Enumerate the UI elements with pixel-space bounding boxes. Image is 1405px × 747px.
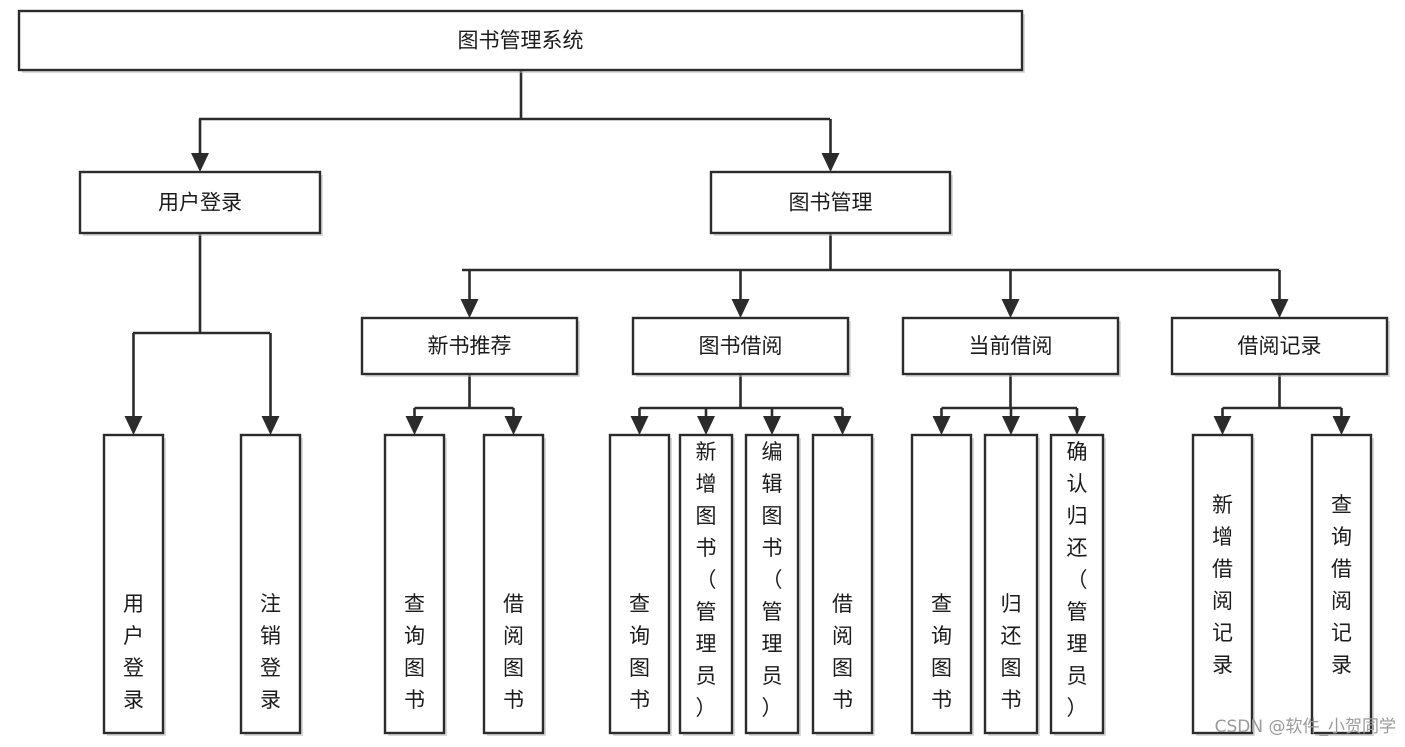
arrow-head-icon (405, 416, 424, 435)
node-rect[interactable] (239, 433, 302, 735)
node-label: 查询图书 (404, 592, 425, 712)
arrow-head-icon (191, 153, 209, 172)
arrow-head-icon (630, 416, 649, 435)
csdn-watermark: CSDN @软件_小贺同学 (1215, 717, 1396, 737)
arrow-head-icon (1213, 416, 1232, 435)
arrow-head-icon (261, 416, 280, 435)
node-layer: 图书管理系统用户登录图书管理新书推荐图书借阅当前借阅借阅记录用户登录注销登录查询… (17, 9, 1390, 736)
node-label: 确认归还（管理员） (1067, 440, 1088, 720)
node-label: 查询图书 (931, 592, 952, 712)
node-leaf-query-borrow-record[interactable]: 查询借阅记录 (1310, 433, 1374, 736)
node-leaf-return-book[interactable]: 归还图书 (983, 433, 1040, 736)
node-rect[interactable] (811, 433, 874, 735)
node-label: 借阅图书 (832, 592, 853, 712)
node-rect[interactable] (1170, 316, 1389, 376)
node-label: 查询借阅记录 (1331, 493, 1352, 677)
node-label: 查询图书 (629, 592, 650, 712)
node-rect[interactable] (901, 316, 1120, 376)
node-new-book-recommend[interactable]: 新书推荐 (360, 316, 580, 377)
node-rect[interactable] (482, 433, 545, 735)
node-book-management[interactable]: 图书管理 (709, 170, 953, 236)
node-book-borrow[interactable]: 图书借阅 (631, 316, 851, 377)
node-label: 图书借阅 (699, 334, 783, 358)
node-rect[interactable] (102, 433, 165, 735)
arrow-head-icon (1002, 416, 1020, 435)
node-label: 用户登录 (158, 191, 242, 215)
node-rect[interactable] (1310, 433, 1373, 735)
node-leaf-confirm-return[interactable]: 确认归还（管理员） (1049, 433, 1106, 736)
node-current-borrow[interactable]: 当前借阅 (901, 316, 1121, 377)
node-leaf-borrow-book-recommend[interactable]: 借阅图书 (482, 433, 546, 736)
arrow-head-icon (731, 299, 750, 318)
node-leaf-add-borrow-record[interactable]: 新增借阅记录 (1191, 433, 1255, 736)
node-rect[interactable] (1191, 433, 1254, 735)
node-label: 当前借阅 (969, 334, 1053, 358)
arrow-head-icon (1332, 416, 1351, 435)
node-leaf-query-book-borrow[interactable]: 查询图书 (608, 433, 672, 736)
node-rect[interactable] (78, 170, 322, 235)
arrow-head-icon (124, 416, 143, 435)
node-rect[interactable] (910, 433, 973, 735)
node-label: 新书推荐 (428, 334, 512, 358)
node-label: 归还图书 (1001, 592, 1022, 712)
node-label: 新增图书（管理员） (696, 440, 717, 720)
node-label: 借阅记录 (1238, 334, 1322, 358)
arrow-head-icon (763, 416, 781, 435)
node-root[interactable]: 图书管理系统 (17, 9, 1025, 73)
arrow-head-icon (504, 416, 523, 435)
node-rect[interactable] (709, 170, 952, 235)
node-label: 图书管理 (789, 191, 873, 215)
node-leaf-query-book-recommend[interactable]: 查询图书 (383, 433, 447, 736)
node-leaf-query-book-current[interactable]: 查询图书 (910, 433, 974, 736)
arrow-head-icon (932, 416, 951, 435)
node-label: 图书管理系统 (458, 29, 584, 53)
node-label: 编辑图书（管理员） (762, 440, 783, 720)
node-rect[interactable] (608, 433, 671, 735)
node-label: 注销登录 (260, 592, 281, 712)
arrow-head-icon (1001, 299, 1020, 318)
node-rect[interactable] (631, 316, 850, 376)
node-rect[interactable] (383, 433, 446, 735)
node-rect[interactable] (983, 433, 1039, 735)
arrow-head-icon (1068, 416, 1086, 435)
node-user-login[interactable]: 用户登录 (78, 170, 323, 236)
node-rect[interactable] (744, 433, 800, 735)
node-borrow-record[interactable]: 借阅记录 (1170, 316, 1390, 377)
node-rect[interactable] (360, 316, 579, 376)
node-rect[interactable] (17, 9, 1024, 72)
connector-layer (124, 70, 1351, 435)
node-label: 用户登录 (123, 592, 144, 712)
arrow-head-icon (1270, 299, 1289, 318)
node-leaf-user-login[interactable]: 用户登录 (102, 433, 166, 736)
node-label: 新增借阅记录 (1212, 493, 1233, 677)
node-leaf-borrow-book[interactable]: 借阅图书 (811, 433, 875, 736)
arrow-head-icon (821, 153, 840, 172)
node-label: 借阅图书 (503, 592, 524, 712)
node-leaf-edit-book[interactable]: 编辑图书（管理员） (744, 433, 801, 736)
arrow-head-icon (833, 416, 852, 435)
arrow-head-icon (697, 416, 715, 435)
node-rect[interactable] (1049, 433, 1105, 735)
node-rect[interactable] (678, 433, 734, 735)
node-leaf-logout[interactable]: 注销登录 (239, 433, 303, 736)
node-leaf-add-book[interactable]: 新增图书（管理员） (678, 433, 735, 736)
arrow-head-icon (460, 299, 479, 318)
